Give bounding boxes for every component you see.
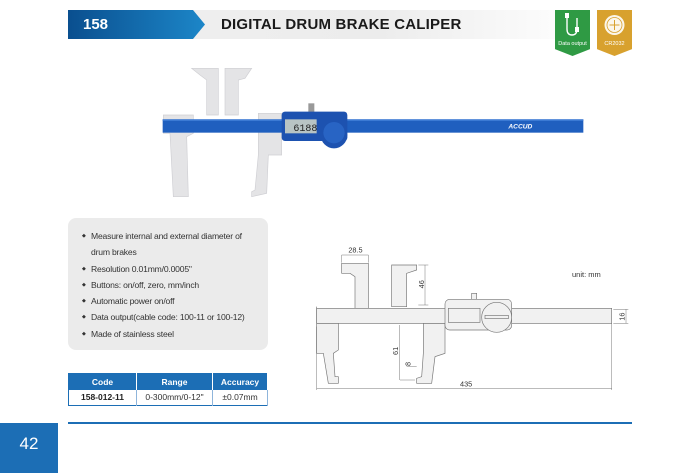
feature-item: Measure internal and external diameter o… — [82, 228, 260, 261]
footer-divider — [68, 422, 632, 424]
unit-label: unit: mm — [572, 270, 601, 279]
col-code: Code — [68, 373, 137, 390]
data-output-badge: Data output — [555, 10, 590, 56]
page-number: 42 — [0, 423, 58, 473]
features-list: Measure internal and external diameter o… — [68, 218, 268, 350]
brand-logo: ACCUD — [507, 123, 532, 130]
table-header: Code Range Accuracy — [68, 373, 268, 390]
technical-drawing: 28.5 46 61 8 435 16 — [316, 246, 629, 390]
dim-length: 435 — [460, 380, 472, 389]
dim-jaw-width: 28.5 — [348, 246, 362, 255]
display-reading: 6188 — [293, 124, 317, 135]
feature-item: Buttons: on/off, zero, mm/inch — [82, 277, 260, 294]
caliper-photo: ACCUD 6188 — [162, 68, 584, 198]
section-number: 158 — [68, 10, 205, 39]
feature-item: Made of stainless steel — [82, 326, 260, 343]
table-row: 158-012-11 0-300mm/0-12" ±0.07mm — [68, 389, 268, 406]
dim-tip: 8 — [404, 362, 413, 366]
feature-item: Resolution 0.01mm/0.0005" — [82, 261, 260, 278]
dim-lower-depth: 61 — [391, 347, 400, 355]
cell-code: 158-012-11 — [68, 389, 137, 406]
battery-badge: CR2032 — [597, 10, 632, 56]
cable-icon — [565, 13, 579, 36]
feature-item: Automatic power on/off — [82, 293, 260, 310]
badge-label: Data output — [558, 41, 587, 47]
feature-item: Data output(cable code: 100-11 or 100-12… — [82, 309, 260, 326]
badge-label: CR2032 — [604, 41, 625, 47]
col-range: Range — [136, 373, 213, 390]
battery-icon — [604, 15, 625, 35]
spec-table: Code Range Accuracy 158-012-11 0-300mm/0… — [68, 373, 268, 406]
dim-upper-depth: 46 — [417, 280, 426, 288]
cell-accuracy: ±0.07mm — [212, 389, 268, 406]
dim-beam: 16 — [618, 313, 627, 321]
col-accuracy: Accuracy — [212, 373, 268, 390]
page-title: DIGITAL DRUM BRAKE CALIPER — [221, 16, 462, 33]
cell-range: 0-300mm/0-12" — [136, 389, 213, 406]
